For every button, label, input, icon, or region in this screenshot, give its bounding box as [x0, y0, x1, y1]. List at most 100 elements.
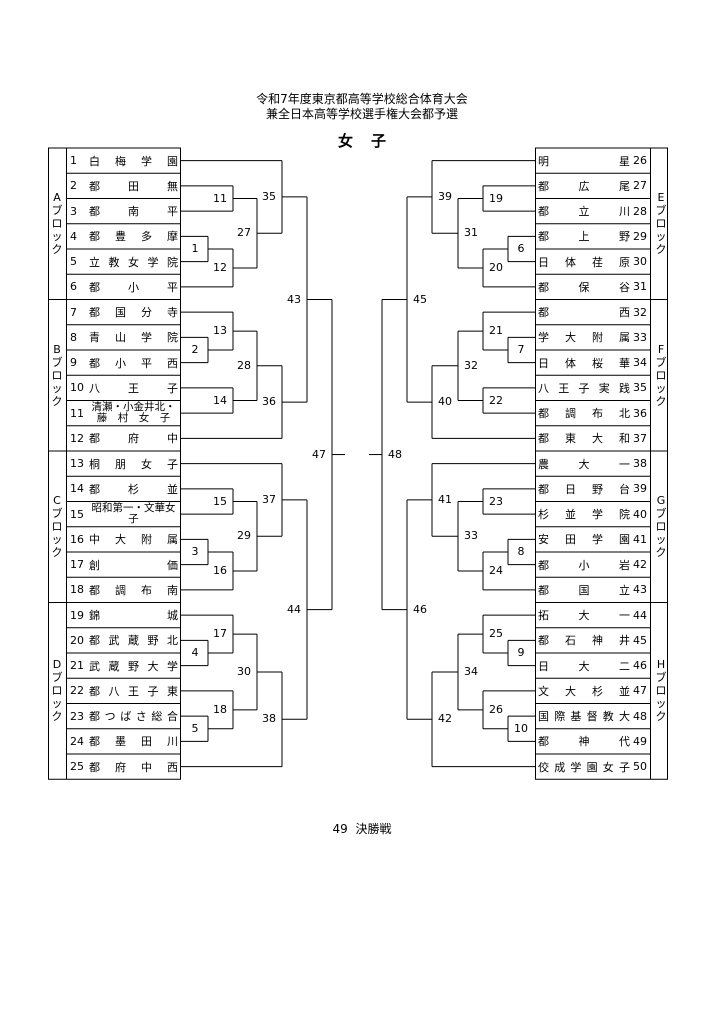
- team-name: 都国分寺: [89, 306, 178, 319]
- team-name: 都杉並: [89, 482, 178, 496]
- team-name: 都調布北: [538, 407, 630, 420]
- team-name: 都石神井: [538, 634, 630, 648]
- match-number: 16: [213, 563, 227, 577]
- team-number: 43: [633, 583, 647, 597]
- team-number: 11: [70, 406, 84, 420]
- team-number: 3: [70, 204, 77, 218]
- match-number: 28: [237, 358, 251, 372]
- match-number: 3: [191, 545, 199, 558]
- team-name: 都小平西: [89, 356, 178, 370]
- team-number: 37: [633, 431, 647, 445]
- team-number: 39: [633, 482, 647, 496]
- team-number: 35: [633, 381, 647, 395]
- match-number: 31: [464, 226, 478, 240]
- team-name: 都小平: [89, 280, 178, 294]
- match-number: 2: [191, 343, 199, 356]
- team-name: 都上野: [538, 230, 630, 244]
- team-name: 都日野台: [538, 482, 630, 496]
- final-match-title: 決勝戦: [355, 822, 392, 836]
- team-number: 46: [633, 659, 647, 672]
- team-name: 清瀬・小金井北・藤 村 女 子: [91, 401, 176, 424]
- team-name: 都神代: [538, 735, 630, 749]
- match-number: 32: [464, 358, 478, 372]
- team-name: 都墨田川: [89, 735, 178, 749]
- tournament-title-line1: 令和7年度東京都高等学校総合体育大会: [256, 92, 468, 106]
- match-number: 48: [388, 447, 402, 461]
- team-number: 32: [633, 305, 647, 319]
- match-number: 41: [438, 492, 452, 506]
- team-name: 拓大一: [538, 609, 630, 622]
- match-number: 10: [514, 721, 528, 735]
- team-number: 45: [633, 633, 647, 647]
- match-number: 25: [489, 627, 503, 641]
- team-number: 49: [633, 734, 647, 748]
- team-name: 桐朋女子: [89, 457, 178, 471]
- team-number: 42: [633, 558, 647, 571]
- team-number: 29: [633, 229, 647, 243]
- match-number: 35: [262, 189, 276, 203]
- team-number: 17: [70, 558, 84, 571]
- team-number: 5: [70, 255, 77, 268]
- team-name: 日大二: [538, 659, 630, 673]
- team-number: 41: [633, 532, 647, 546]
- team-name: 杉並学院: [538, 508, 630, 521]
- team-name: 都立川: [538, 205, 630, 218]
- team-number: 15: [70, 507, 84, 521]
- match-number: 27: [237, 226, 251, 240]
- team-entry: 13 桐朋女子: [66, 451, 180, 476]
- match-number: 38: [262, 712, 276, 726]
- match-number: 5: [191, 721, 199, 735]
- match-number: 34: [464, 664, 478, 678]
- team-name: 学大附属: [538, 331, 630, 345]
- match-number: 9: [517, 646, 525, 659]
- team-name: 日体荏原: [538, 255, 630, 269]
- team-name: 中大附属: [89, 533, 178, 547]
- team-number: 18: [70, 583, 84, 597]
- team-name: 錦城: [89, 609, 178, 622]
- team-name: 農大一: [538, 457, 630, 471]
- team-number: 31: [633, 280, 647, 294]
- team-name: 都保谷: [538, 280, 630, 294]
- team-number: 34: [633, 356, 647, 369]
- match-number: 29: [237, 529, 251, 543]
- match-number: 20: [489, 260, 503, 274]
- team-name: 佼成学園女子: [538, 760, 630, 774]
- final-match-number: 49: [332, 822, 348, 836]
- match-number: 39: [438, 189, 452, 203]
- team-number: 13: [70, 457, 84, 470]
- team-number: 21: [70, 659, 84, 672]
- division-subtitle: 女子: [337, 132, 404, 150]
- team-number: 10: [70, 381, 84, 395]
- team-name: 創価: [89, 558, 178, 572]
